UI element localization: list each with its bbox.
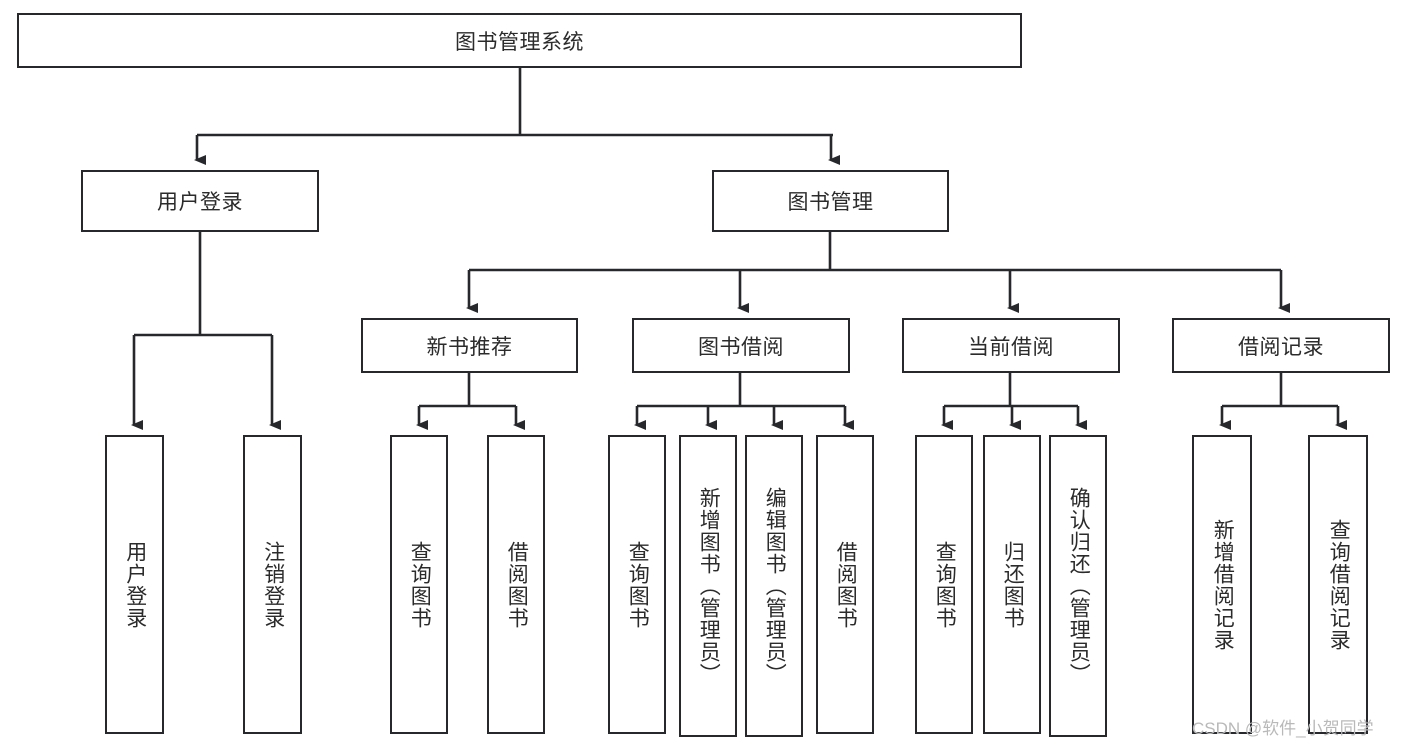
node-leaf-add-book-admin[interactable]: 新增图书（管理员）	[679, 435, 737, 737]
node-root[interactable]: 图书管理系统	[17, 13, 1022, 68]
node-book-borrow[interactable]: 图书借阅	[632, 318, 850, 373]
node-leaf-edit-book-admin-label: 编辑图书（管理员）	[763, 487, 787, 685]
node-borrow-record-label: 借阅记录	[1238, 335, 1324, 359]
node-root-label: 图书管理系统	[455, 30, 584, 54]
watermark: CSDN @软件_小贺同学	[1192, 719, 1374, 738]
node-leaf-query-book-borrow-label: 查询图书	[626, 540, 650, 629]
node-leaf-query-borrow-record[interactable]: 查询借阅记录	[1308, 435, 1368, 734]
node-leaf-query-book-current-label: 查询图书	[933, 540, 957, 629]
node-leaf-query-borrow-record-label: 查询借阅记录	[1327, 518, 1351, 651]
node-leaf-query-book-rec[interactable]: 查询图书	[390, 435, 448, 734]
node-book-borrow-label: 图书借阅	[698, 335, 784, 359]
node-leaf-borrow-book[interactable]: 借阅图书	[816, 435, 874, 734]
node-book-management[interactable]: 图书管理	[712, 170, 949, 232]
node-leaf-edit-book-admin[interactable]: 编辑图书（管理员）	[745, 435, 803, 737]
node-leaf-logout[interactable]: 注销登录	[243, 435, 302, 734]
node-leaf-query-book-current[interactable]: 查询图书	[915, 435, 973, 734]
node-leaf-return-book-label: 归还图书	[1001, 540, 1025, 629]
node-leaf-add-borrow-record-label: 新增借阅记录	[1211, 518, 1235, 651]
node-leaf-borrow-book-rec[interactable]: 借阅图书	[487, 435, 545, 734]
node-leaf-borrow-book-rec-label: 借阅图书	[505, 540, 529, 629]
node-leaf-borrow-book-label: 借阅图书	[834, 540, 858, 629]
node-new-book-recommend-label: 新书推荐	[426, 335, 513, 359]
node-leaf-user-login-label: 用户登录	[123, 540, 147, 629]
node-leaf-confirm-return-admin[interactable]: 确认归还（管理员）	[1049, 435, 1107, 737]
node-current-borrow-label: 当前借阅	[968, 335, 1054, 359]
node-user-login[interactable]: 用户登录	[81, 170, 319, 232]
node-new-book-recommend[interactable]: 新书推荐	[361, 318, 578, 373]
node-leaf-confirm-return-admin-label: 确认归还（管理员）	[1067, 487, 1091, 685]
node-book-management-label: 图书管理	[787, 191, 874, 214]
node-leaf-query-book-borrow[interactable]: 查询图书	[608, 435, 666, 734]
node-leaf-return-book[interactable]: 归还图书	[983, 435, 1041, 734]
node-leaf-add-borrow-record[interactable]: 新增借阅记录	[1192, 435, 1252, 734]
node-leaf-logout-label: 注销登录	[261, 540, 285, 629]
node-leaf-query-book-rec-label: 查询图书	[408, 540, 432, 629]
node-leaf-user-login[interactable]: 用户登录	[105, 435, 164, 734]
node-current-borrow[interactable]: 当前借阅	[902, 318, 1120, 373]
node-borrow-record[interactable]: 借阅记录	[1172, 318, 1390, 373]
node-user-login-label: 用户登录	[157, 191, 243, 214]
node-leaf-add-book-admin-label: 新增图书（管理员）	[697, 487, 721, 685]
